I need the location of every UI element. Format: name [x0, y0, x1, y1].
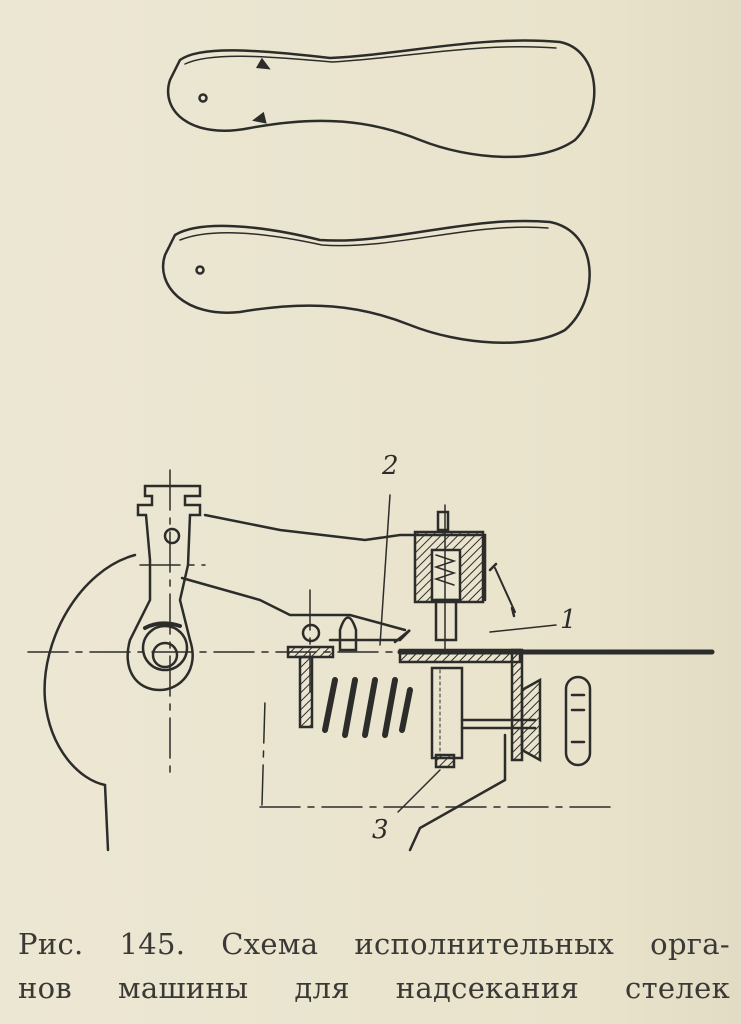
insole-bottom — [162, 219, 591, 344]
label-3: 3 — [372, 815, 389, 845]
figure-caption-line1: Рис. 145. Схема исполнительных орга- — [18, 927, 730, 961]
figure-caption-line2: нов машины для надсекания стелек — [18, 971, 730, 1005]
label-1: 1 — [560, 605, 577, 635]
insole-top — [167, 39, 596, 159]
machine-mechanism — [27, 469, 715, 852]
label-2: 2 — [381, 451, 399, 481]
